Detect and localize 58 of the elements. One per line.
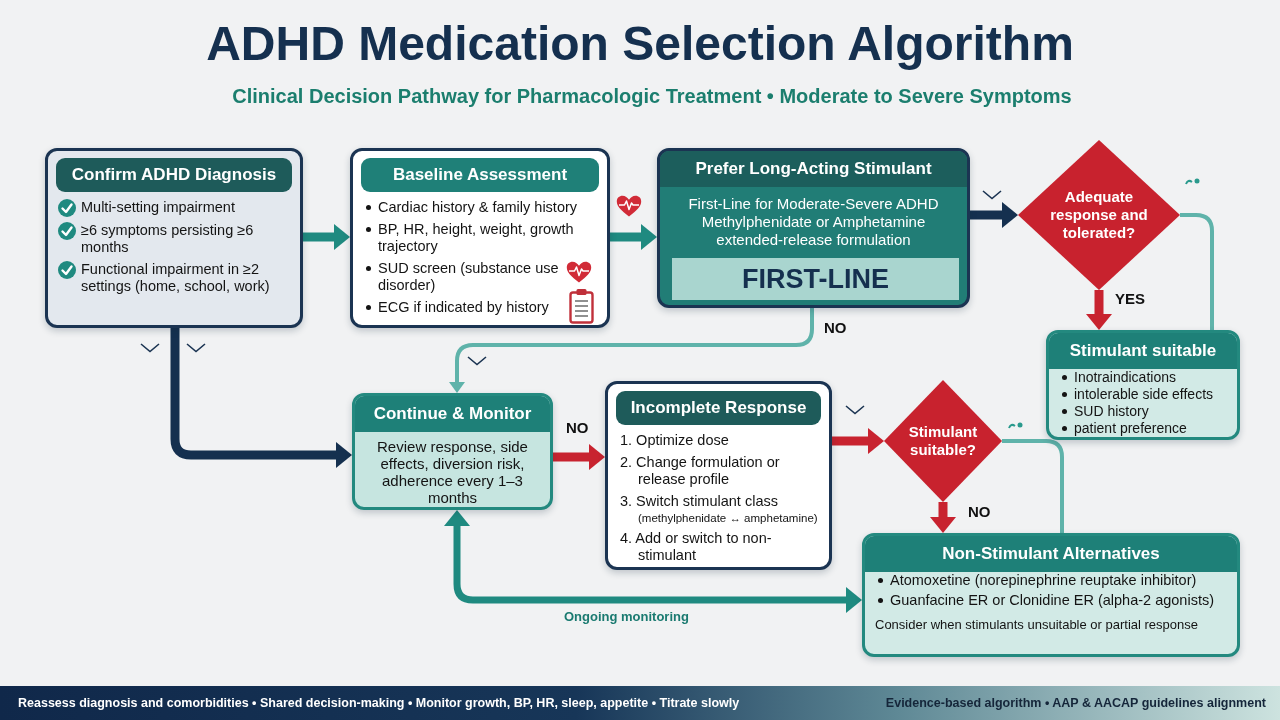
heading-banner: Baseline Assessment	[361, 158, 599, 192]
first-line-banner: FIRST-LINE	[672, 258, 959, 300]
arrow	[1086, 290, 1112, 330]
arrow	[970, 202, 1018, 228]
bullet-text: BP, HR, height, weight, growth trajectory	[365, 221, 599, 255]
connector-line	[1002, 439, 1064, 533]
diagram-title: ADHD Medication Selection Algorithm	[206, 16, 1074, 72]
process-box	[45, 148, 303, 328]
bullet-text: Guanfacine ER or Clonidine ER (alpha-2 agonists)	[877, 592, 1229, 609]
bullet-text: SUD history	[1061, 403, 1229, 419]
process-box	[1046, 330, 1240, 440]
heading-banner: Confirm ADHD Diagnosis	[56, 158, 292, 192]
heading-banner: Stimulant suitable	[1049, 333, 1237, 369]
footer-note: Reassess diagnosis and comorbidities • Shared decision-making • Monitor growth, BP, HR, sleep, appetite • Titrate slowly	[18, 695, 740, 711]
bullet-text: Cardiac history & family history	[365, 199, 599, 216]
heading-banner: Prefer Long-Acting Stimulant	[660, 151, 967, 187]
bullet-text: Inotraindications	[1061, 369, 1229, 385]
connector-line	[1180, 213, 1214, 330]
process-box	[352, 393, 553, 510]
bullet-text: SUD screen (substance use disorder)	[365, 260, 563, 294]
heading-banner: Continue & Monitor	[355, 396, 550, 432]
criterion-text: Multi-setting impairment	[81, 199, 235, 216]
decision-text: Stimulant suitable?	[907, 423, 979, 459]
bullet-text: ECG if indicated by history	[365, 299, 563, 316]
criterion-text: Functional impairment in ≥2 settings (home, school, work)	[81, 261, 271, 295]
body-text: First-Line for Moderate-Severe ADHD	[687, 195, 940, 213]
edge-label: Ongoing monitoring	[562, 609, 691, 625]
step-text: 1. Optimize dose	[620, 432, 730, 449]
decision-diamond	[1018, 140, 1180, 290]
process-box	[862, 533, 1240, 657]
arrow	[449, 308, 814, 393]
step-text: 3. Switch stimulant class	[620, 493, 779, 510]
bullet-text: Atomoxetine (norepinephrine reuptake inhibitor)	[877, 572, 1229, 589]
body-text: Review response, side effects, diversion risk, adherence every 1–3 months	[376, 438, 529, 506]
body-text: Methylphenidate or Amphetamine extended-release formulation	[700, 213, 927, 249]
arrow	[170, 328, 352, 468]
decision-diamond	[884, 380, 1002, 502]
process-box	[605, 381, 832, 570]
step-text: 4. Add or switch to non-stimulant	[620, 530, 773, 564]
note-text: (methylphenidate ↔ amphetamine)	[638, 511, 819, 525]
note-text: Consider when stimulants unsuitable or partial response	[875, 617, 1199, 633]
arrow	[444, 510, 862, 613]
arrow	[303, 224, 350, 250]
subtitle: Clinical Decision Pathway for Pharmacologic Treatment • Moderate to Severe Symptoms	[232, 84, 1072, 108]
bullet-text: intolerable side effects	[1061, 386, 1229, 402]
arrow	[610, 224, 657, 250]
arrow	[832, 428, 884, 454]
footer-note: Evidence-based algorithm • AAP & AACAP guidelines alignment	[885, 695, 1266, 711]
decision-text: Adequate response and tolerated?	[1049, 188, 1149, 242]
step-text: 2. Change formulation or release profile	[620, 454, 781, 488]
process-box	[657, 148, 970, 308]
heading-banner: Non-Stimulant Alternatives	[865, 536, 1237, 572]
arrow	[930, 502, 956, 533]
heading-banner: Incomplete Response	[616, 391, 821, 425]
criterion-text: ≥6 symptoms persisting ≥6 months	[81, 222, 255, 256]
bullet-text: patient preference	[1061, 420, 1229, 436]
arrow	[553, 444, 605, 470]
process-box	[350, 148, 610, 328]
